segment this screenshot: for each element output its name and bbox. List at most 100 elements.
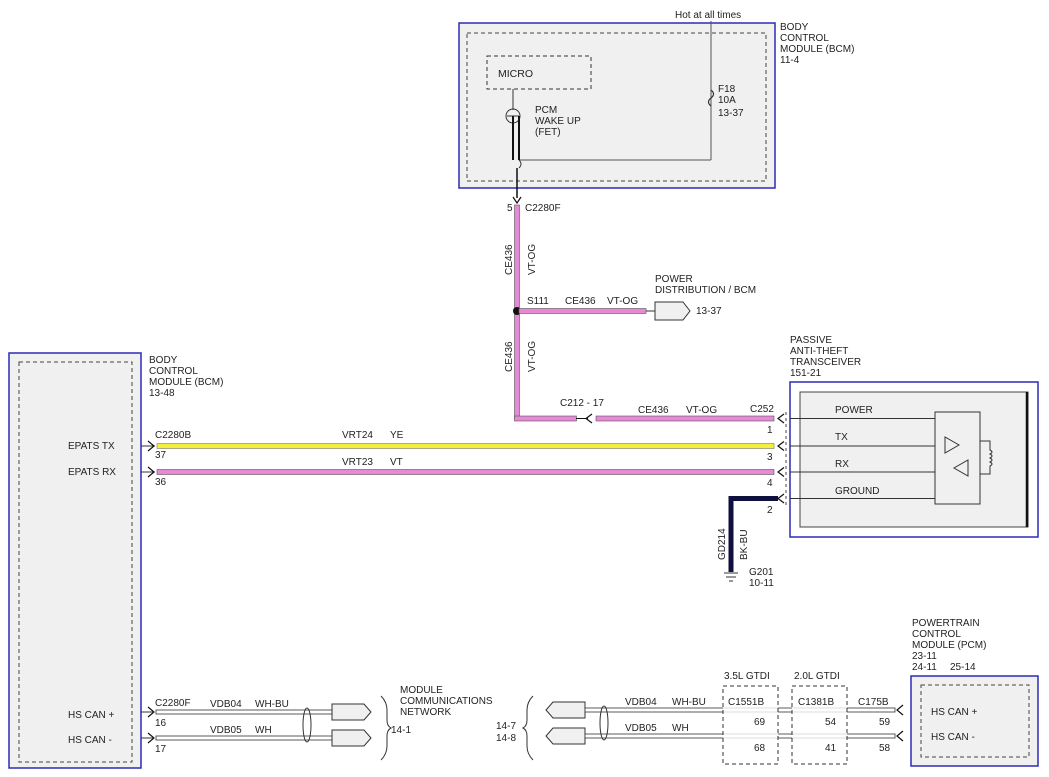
bcm-top-page: 11-4 <box>780 55 800 66</box>
transceiver-box <box>934 411 981 505</box>
c252-chevron-1 <box>777 413 785 424</box>
wire-vdb04-left <box>155 709 333 715</box>
power-dist-label-1: POWER <box>655 274 693 285</box>
network-label-1: MODULE <box>400 685 443 696</box>
pcm-module <box>910 675 1039 767</box>
bcm-top-title-2: CONTROL <box>780 33 829 44</box>
can-right-circ-plus: VDB04 <box>625 697 657 708</box>
can-left-minus-connector-icon <box>331 729 372 747</box>
pin-hs-can-plus: HS CAN + <box>68 710 115 721</box>
gd214-circuit: GD214 <box>717 528 728 560</box>
connector-c2280f-chevron <box>512 196 522 205</box>
wire-pats-power-circuit: CE436 <box>638 405 669 416</box>
c252-pin-4: 4 <box>767 478 773 489</box>
wire-ce436-lower-circuit: CE436 <box>504 341 515 372</box>
conn-a-label: C1551B <box>728 697 764 708</box>
wire-ce436-upper-color: VT-OG <box>527 244 538 275</box>
internal-jumper <box>518 159 522 169</box>
bcm-top-title-3: MODULE (BCM) <box>780 44 854 55</box>
wire-ce436-lower-color: VT-OG <box>527 341 538 372</box>
power-dist-connector-icon <box>654 301 691 321</box>
pcm-plus-chevron <box>896 704 904 716</box>
pin-epats-tx: EPATS TX <box>68 441 115 452</box>
wire-gd214-bk-bu <box>728 496 778 572</box>
bcm-left-title-1: BODY <box>149 355 178 366</box>
wire-ce436-pats <box>514 415 577 422</box>
c252-pin-1: 1 <box>767 425 773 436</box>
fet-label-3: (FET) <box>535 127 561 138</box>
bcm-left-inner-dashed <box>18 361 133 763</box>
gd214-color: BK-BU <box>739 529 750 560</box>
b-plus-pin: 54 <box>825 717 837 728</box>
bcm-left-title-2: CONTROL <box>149 366 198 377</box>
can-right-circ-minus: VDB05 <box>625 723 657 734</box>
micro-label: MICRO <box>498 68 533 80</box>
b-minus-pin: 41 <box>825 743 837 754</box>
engine-b-label: 2.0L GTDI <box>794 671 840 682</box>
c-minus-pin: 58 <box>879 743 891 754</box>
pats-pin-power: POWER <box>835 405 873 416</box>
twisted-pair-right-icon <box>599 705 609 741</box>
bcm-left-page: 13-48 <box>149 388 175 399</box>
branch-circuit: CE436 <box>565 296 596 307</box>
a-plus-pin: 69 <box>754 717 766 728</box>
network-label-3: NETWORK <box>400 707 451 718</box>
wire-pats-power-color: VT-OG <box>686 405 717 416</box>
micro-box <box>486 55 592 90</box>
wire-ce436-pats-right <box>595 415 775 422</box>
c252-pin-2: 2 <box>767 505 773 516</box>
can-left-pin-minus: 17 <box>155 744 167 755</box>
fuse-f18-symbol <box>707 89 715 107</box>
rx-pin-left: 36 <box>155 477 167 488</box>
network-page-right-minus: 14-8 <box>496 733 516 744</box>
wire-vrt23-vt <box>156 469 775 475</box>
power-dist-label-2: DISTRIBUTION / BCM <box>655 285 756 296</box>
can-left-circ-minus: VDB05 <box>210 725 242 736</box>
network-brace-right <box>521 695 534 761</box>
tx-amp-icon <box>944 436 961 454</box>
ground-id: G201 <box>749 567 774 578</box>
rx-amp-icon <box>952 459 969 477</box>
pats-pin-rx: RX <box>835 459 849 470</box>
bcm-left-title-3: MODULE (BCM) <box>149 377 223 388</box>
can-left-conn: C2280F <box>155 698 191 709</box>
pats-title-3: TRANSCEIVER <box>790 357 861 368</box>
hot-at-all-times-label: Hot at all times <box>675 10 741 21</box>
tx-conn-label: C2280B <box>155 430 191 441</box>
bcm-left-module <box>8 352 142 769</box>
bcm-top-inner-dashed <box>466 32 767 182</box>
can-left-color-plus: WH-BU <box>255 699 289 710</box>
can-right-plus-connector-icon <box>545 701 586 719</box>
branch-color: VT-OG <box>607 296 638 307</box>
fet-label-2: WAKE UP <box>535 116 581 127</box>
network-label-2: COMMUNICATIONS <box>400 696 493 707</box>
connector-c2280f-pin: 5 <box>507 203 513 214</box>
can-left-color-minus: WH <box>255 725 272 736</box>
pats-page: 151-21 <box>790 368 822 379</box>
pats-title-2: ANTI-THEFT <box>790 346 848 357</box>
wire-vdb05-left <box>155 735 333 741</box>
network-brace-left <box>380 695 393 761</box>
c252-chevron-4 <box>777 467 785 477</box>
power-dist-page: 13-37 <box>696 306 722 317</box>
antenna-coil-icon <box>980 440 993 475</box>
bcm-top-title-1: BODY <box>780 22 809 33</box>
pcm-title-1: POWERTRAIN <box>912 618 980 629</box>
pcm-minus-chevron <box>896 730 904 742</box>
pcm-page-3: 25-14 <box>950 662 976 673</box>
ground-page: 10-11 <box>749 578 774 589</box>
can-right-color-minus: WH <box>672 723 689 734</box>
fet-label-1: PCM <box>535 105 557 116</box>
can-left-pin-plus: 16 <box>155 718 167 729</box>
pcm-title-2: CONTROL <box>912 629 961 640</box>
pcm-page-2: 24-11 <box>912 662 937 673</box>
twisted-pair-left-icon <box>302 707 312 743</box>
can-left-plus-connector-icon <box>331 703 372 721</box>
wire-ce436-lower <box>514 311 520 420</box>
pcm-title-3: MODULE (PCM) <box>912 640 986 651</box>
tx-circuit: VRT24 <box>342 430 373 441</box>
pcm-pin-plus: HS CAN + <box>931 707 978 718</box>
fuse-f18-page: 13-37 <box>718 108 744 119</box>
fuse-f18-label: F18 <box>718 84 736 95</box>
